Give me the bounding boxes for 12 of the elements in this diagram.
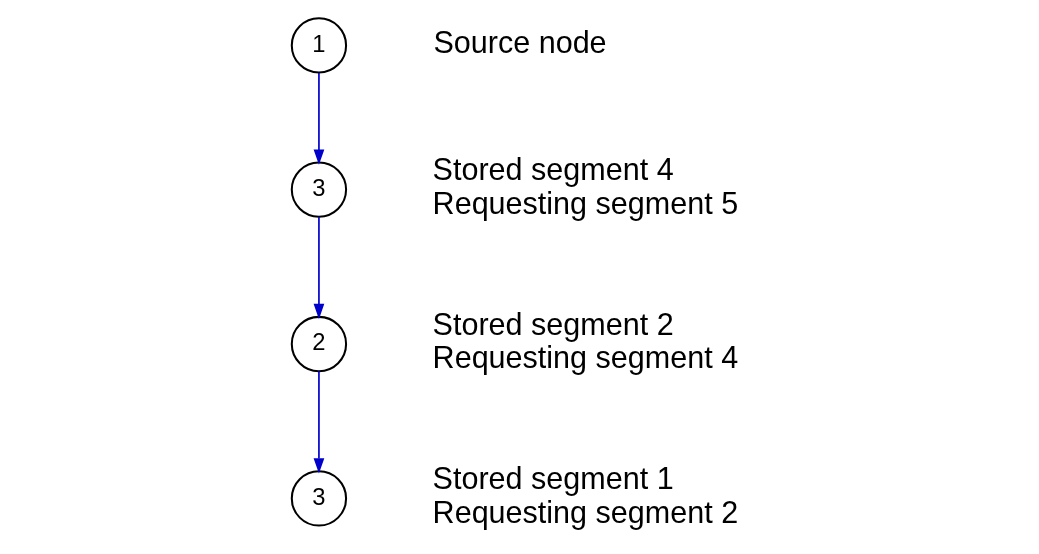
arrow [313, 370, 324, 474]
node-label: Stored segment 1 [432, 460, 674, 495]
node-circle: 3 [290, 161, 347, 218]
arrow [313, 72, 324, 165]
node-label: Stored segment 4 [432, 152, 674, 187]
node-circle: 3 [290, 470, 347, 527]
node-circle: 1 [290, 17, 347, 74]
arrow [313, 216, 324, 320]
node-label: Requesting segment 5 [432, 186, 738, 221]
node-label: Source node [432, 24, 607, 59]
node-circle: 2 [290, 315, 347, 373]
node-label: Stored segment 2 [432, 306, 674, 341]
